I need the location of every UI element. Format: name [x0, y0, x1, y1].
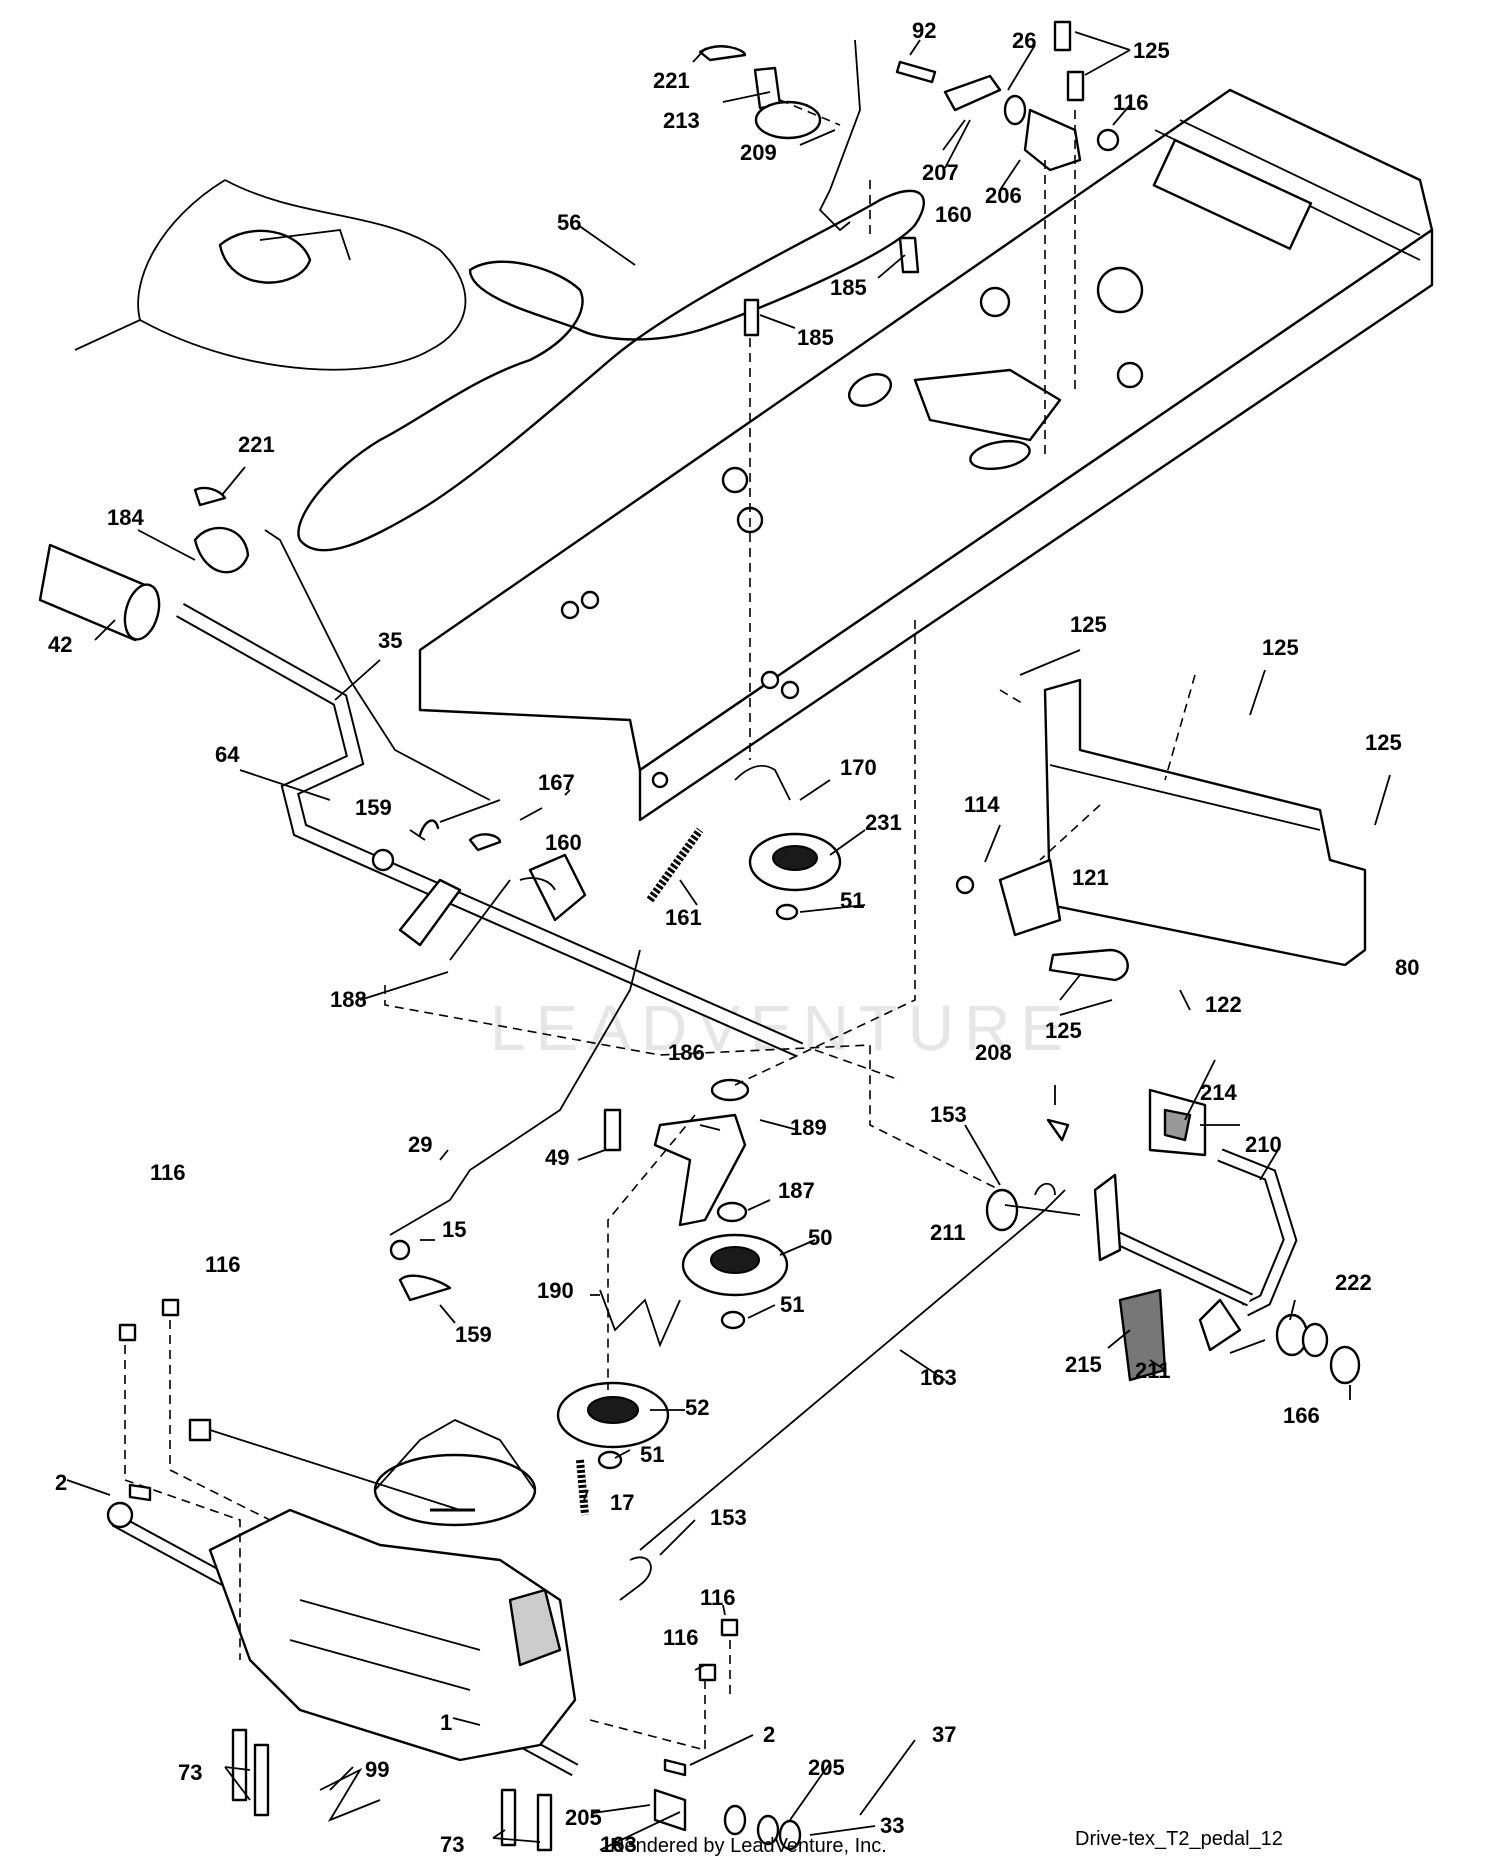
- callout: 185: [797, 325, 834, 350]
- callout: 80: [1395, 955, 1419, 980]
- callout: 207: [922, 160, 959, 185]
- callout: 160: [935, 202, 972, 227]
- callout: 184: [107, 505, 144, 530]
- callout: 214: [1200, 1080, 1237, 1105]
- callout: 166: [1283, 1403, 1320, 1428]
- callout: 114: [964, 792, 1000, 817]
- callout: 159: [355, 795, 392, 820]
- callout: 56: [557, 210, 581, 235]
- callout: 211: [1135, 1358, 1171, 1383]
- callout: 187: [778, 1178, 815, 1203]
- callout: 231: [865, 810, 902, 835]
- callout: 161: [665, 905, 702, 930]
- small-parts-top: [698, 20, 1120, 337]
- shaft-parts: [371, 819, 641, 1236]
- callout: 167: [538, 770, 575, 795]
- callout: 163: [600, 1832, 637, 1856]
- callout: 205: [565, 1805, 602, 1830]
- callout: 213: [663, 108, 700, 133]
- callout: 125: [1070, 612, 1107, 637]
- callout: 160: [545, 830, 582, 855]
- callout: 185: [830, 275, 867, 300]
- callout: 42: [48, 632, 72, 657]
- callout: 37: [932, 1722, 956, 1747]
- mount-bracket-80: [955, 678, 1367, 982]
- hood-shroud: [74, 179, 467, 371]
- callout: 64: [215, 742, 240, 767]
- callout: 189: [790, 1115, 827, 1140]
- callout: 222: [1335, 1270, 1372, 1295]
- projection-lines: [124, 99, 1196, 1752]
- leader-lines: [66, 31, 1391, 1851]
- callout: 51: [840, 888, 864, 913]
- callout: 215: [1065, 1352, 1102, 1377]
- callout: 153: [930, 1102, 967, 1127]
- callout: 221: [238, 432, 275, 457]
- callout: 73: [440, 1832, 464, 1856]
- callout: 1: [440, 1710, 452, 1735]
- belt-56: [297, 189, 925, 552]
- callout: 116: [663, 1625, 699, 1650]
- callout: 17: [610, 1490, 634, 1515]
- callout: 49: [545, 1145, 569, 1170]
- callout-labels: 92 26 125 221 213 116 209 207 206 160 56…: [48, 18, 1419, 1856]
- fasteners-bottom: [118, 1298, 739, 1852]
- callout: 73: [178, 1760, 202, 1785]
- callout: 116: [205, 1252, 241, 1277]
- callout: 125: [1045, 1018, 1082, 1043]
- callout: 51: [780, 1292, 804, 1317]
- callout: 211: [930, 1220, 966, 1245]
- callout: 208: [975, 1040, 1012, 1065]
- callout: 125: [1365, 730, 1402, 755]
- callout: 159: [455, 1322, 492, 1347]
- callout: 50: [808, 1225, 832, 1250]
- callout: 122: [1205, 992, 1242, 1017]
- callout: 125: [1262, 635, 1299, 660]
- callout: 26: [1012, 28, 1036, 53]
- watermark-text: LEADVENTURE: [490, 992, 1073, 1064]
- callout: 205: [808, 1755, 845, 1780]
- callout: 170: [840, 755, 877, 780]
- callout: 116: [700, 1585, 736, 1610]
- callout: 186: [668, 1040, 705, 1065]
- callout: 116: [150, 1160, 186, 1185]
- callout: 2: [763, 1722, 775, 1747]
- callout: 221: [653, 68, 690, 93]
- callout: 35: [378, 628, 402, 653]
- transaxle-1: [106, 1418, 802, 1851]
- callout: 206: [985, 183, 1022, 208]
- callout: 99: [365, 1757, 389, 1782]
- pedal-assembly: [985, 1088, 1361, 1385]
- callout: 153: [710, 1505, 747, 1530]
- callout: 92: [912, 18, 936, 43]
- callout: 51: [640, 1442, 664, 1467]
- callout: 29: [408, 1132, 432, 1157]
- credit-text: Rendered by LeadVenture, Inc.: [610, 1835, 887, 1856]
- frame-part: [418, 88, 1434, 822]
- callout: 163: [920, 1365, 957, 1390]
- callout: 33: [880, 1813, 904, 1838]
- idler-pulleys: [556, 765, 842, 1516]
- callout: 210: [1245, 1132, 1282, 1157]
- callout: 116: [1113, 90, 1149, 115]
- callout: 2: [55, 1470, 67, 1495]
- callout: 209: [740, 140, 777, 165]
- callout: 188: [330, 987, 367, 1012]
- callout: 15: [442, 1217, 466, 1242]
- callout: 190: [537, 1278, 574, 1303]
- figure-id-text: Drive-tex_T2_pedal_12: [1075, 1828, 1283, 1850]
- callout: 121: [1072, 865, 1109, 890]
- callout: 52: [685, 1395, 709, 1420]
- callout: 125: [1133, 38, 1170, 63]
